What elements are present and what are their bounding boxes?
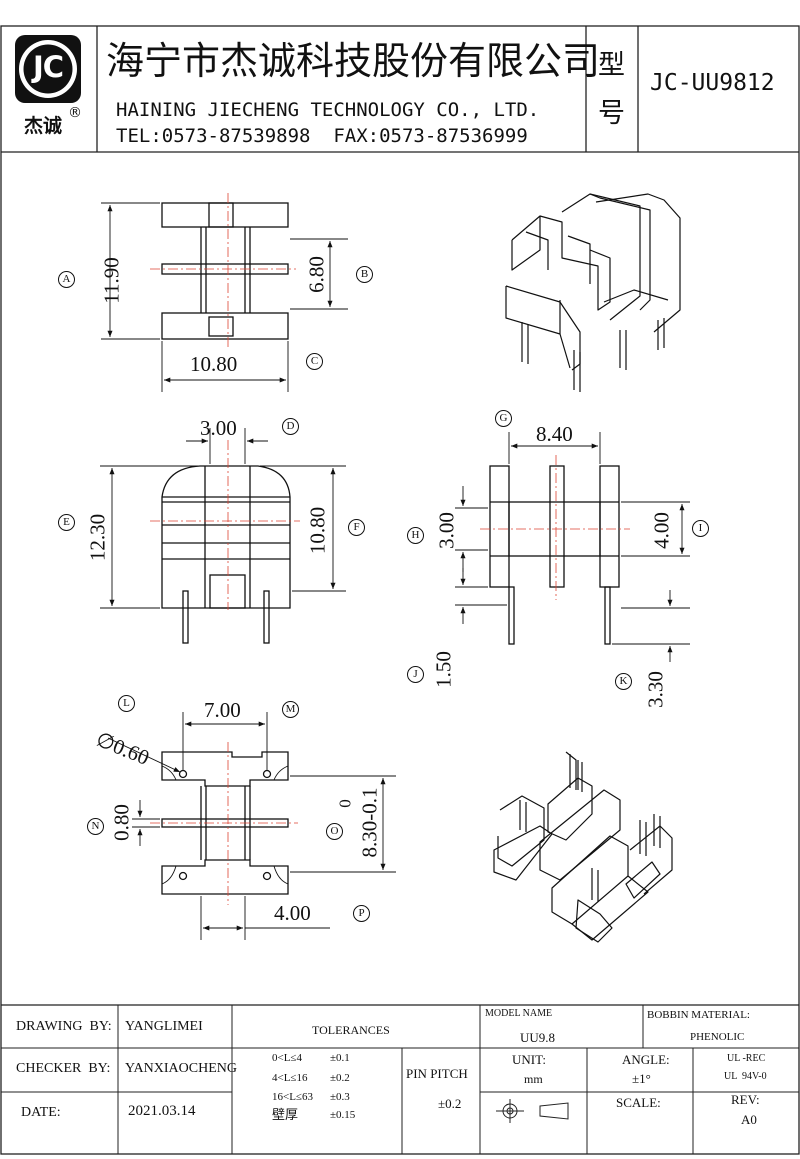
- company-contact: TEL:0573-87539898 FAX:0573-87536999: [116, 125, 528, 147]
- callout-a: A: [58, 271, 75, 288]
- dim-h-value: 3.00: [434, 512, 459, 549]
- top-view: [150, 193, 296, 350]
- callout-p: P: [353, 905, 370, 922]
- dim-m-value: 7.00: [204, 698, 241, 722]
- callout-e: E: [58, 514, 75, 531]
- rev-label: REV:: [731, 1092, 760, 1107]
- dim-i-value: 4.00: [649, 512, 674, 549]
- callout-f: F: [348, 519, 365, 536]
- dim-a-value: 11.90: [99, 257, 124, 304]
- tol-value-1: ±0.1: [330, 1052, 350, 1064]
- callout-o: O: [326, 823, 343, 840]
- dim-c-value: 10.80: [190, 352, 238, 376]
- dim-b-value: 6.80: [304, 256, 329, 293]
- company-name-cn: 海宁市杰诚科技股份有限公司: [106, 41, 601, 83]
- model-number: JC-UU9812: [650, 70, 775, 96]
- model-name-label: MODEL NAME: [485, 1008, 553, 1019]
- tol-range-2: 4<L≤16: [272, 1072, 308, 1084]
- tol-value-4: ±0.15: [330, 1109, 356, 1121]
- unit-label: UNIT:: [512, 1052, 547, 1067]
- logo-text: JC: [32, 50, 64, 84]
- tol-range-4: 壁厚: [272, 1107, 299, 1122]
- ul-rating-2: UL 94V-0: [724, 1071, 767, 1082]
- date-value: 2021.03.14: [128, 1103, 196, 1119]
- unit-value: mm: [524, 1072, 543, 1086]
- dim-k-value: 3.30: [643, 671, 668, 708]
- angle-value: ±1°: [632, 1071, 651, 1086]
- sheet-frame: [0, 25, 800, 1155]
- bottom-view-dims: [107, 712, 396, 940]
- iso-view-bottom: [493, 751, 673, 943]
- angle-label: ANGLE:: [622, 1052, 670, 1067]
- dim-f-value: 10.80: [305, 506, 330, 555]
- tolerances-label: TOLERANCES: [312, 1023, 390, 1037]
- bobbin-material-value: PHENOLIC: [690, 1031, 745, 1043]
- iso-view-top: [505, 193, 681, 392]
- callout-l: L: [118, 695, 135, 712]
- logo-registered-mark: ®: [68, 105, 82, 121]
- model-name-value: UU9.8: [520, 1030, 556, 1045]
- model-label-1: 型: [598, 50, 625, 80]
- callout-i: I: [692, 520, 709, 537]
- dim-o-tolerance: 0: [335, 799, 355, 808]
- callout-h: H: [407, 527, 424, 544]
- callout-g: G: [495, 410, 512, 427]
- callout-b: B: [356, 266, 373, 283]
- checker-by-label: CHECKER BY:: [16, 1061, 111, 1076]
- title-block-grid: [1, 1005, 799, 1154]
- logo-subtitle: 杰诚: [24, 115, 63, 137]
- pin-pitch-label: PIN PITCH: [406, 1066, 468, 1081]
- callout-j: J: [407, 666, 424, 683]
- company-logo: [15, 35, 81, 103]
- tol-value-3: ±0.3: [330, 1091, 350, 1103]
- projection-symbol-icon: [496, 1099, 569, 1123]
- pin-pitch-value: ±0.2: [438, 1096, 462, 1111]
- drawing-by-value: YANGLIMEI: [125, 1019, 203, 1034]
- bobbin-material-label: BOBBIN MATERIAL:: [647, 1009, 750, 1021]
- dim-n-value: 0.80: [109, 804, 134, 841]
- callout-c: C: [306, 353, 323, 370]
- date-label: DATE:: [21, 1105, 61, 1120]
- dim-e-value: 12.30: [85, 513, 110, 562]
- dim-j-value: 1.50: [431, 651, 456, 688]
- front-view: [150, 440, 300, 644]
- callout-k: K: [615, 673, 632, 690]
- tol-range-3: 16<L≤63: [272, 1091, 313, 1103]
- side-view: [480, 455, 630, 645]
- scale-label: SCALE:: [616, 1095, 661, 1110]
- callout-n: N: [87, 818, 104, 835]
- dim-d-value: 3.00: [200, 416, 237, 440]
- dim-g-value: 8.40: [536, 422, 573, 446]
- top-view-dims: [101, 202, 348, 392]
- dim-o-value: 8.30-0.1: [357, 787, 382, 858]
- rev-value: A0: [741, 1112, 757, 1127]
- side-view-dims: [455, 432, 690, 662]
- callout-m: M: [282, 701, 299, 718]
- front-view-dims: [100, 428, 346, 609]
- drawing-by-label: DRAWING BY:: [16, 1019, 112, 1034]
- dim-p-value: 4.00: [274, 901, 311, 925]
- model-label-2: 号: [598, 98, 625, 128]
- callout-d: D: [282, 418, 299, 435]
- tol-range-1: 0<L≤4: [272, 1052, 302, 1064]
- company-name-en: HAINING JIECHENG TECHNOLOGY CO., LTD.: [116, 99, 540, 121]
- bottom-view: [150, 742, 298, 905]
- tol-value-2: ±0.2: [330, 1072, 350, 1084]
- checker-by-value: YANXIAOCHENG: [125, 1061, 237, 1076]
- ul-rating-1: UL -REC: [727, 1053, 766, 1064]
